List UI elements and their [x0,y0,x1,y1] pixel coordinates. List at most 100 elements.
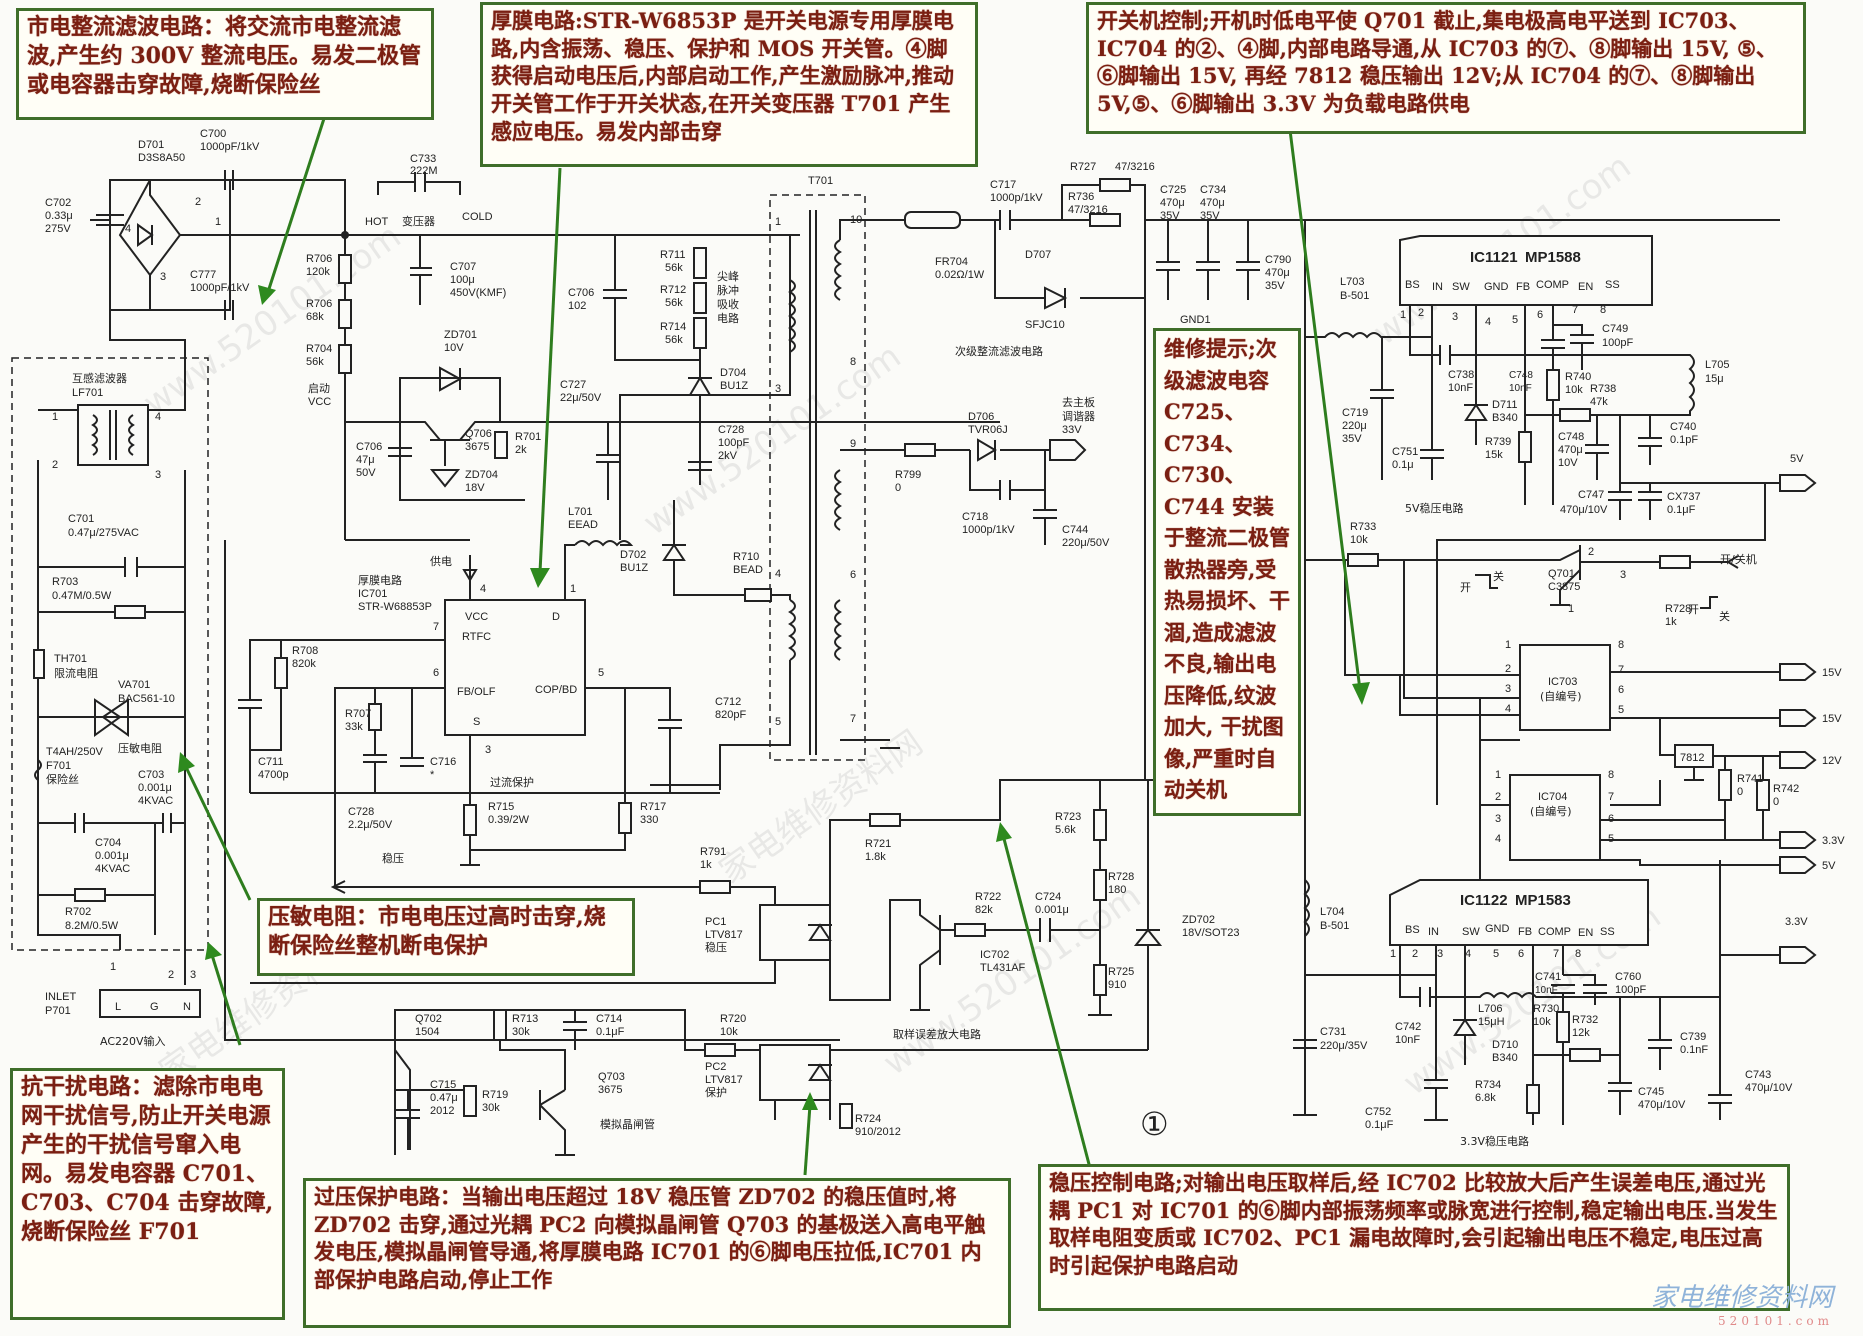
scr-label: 模拟晶闸管 [600,1117,655,1131]
wire [688,461,712,471]
t701-secondary-coil-1 [834,239,842,301]
t701-primary-coil [788,279,796,353]
schematic-label: 6 [1618,684,1624,696]
c702-label: C702 [45,197,71,209]
c706b-label: C706 [568,287,594,299]
c717-label: C717 [990,179,1016,191]
schematic-label: 5 [775,716,781,728]
tuner-voltage: 33V [1062,424,1082,436]
lf701-core [77,404,149,466]
schematic-label: COMP [1536,279,1569,291]
component-symbol [1659,555,1691,569]
f701-rating: T4AH/250V [46,746,104,758]
wire [1424,975,1448,1121]
schematic-label: GND [1485,923,1510,935]
ic701-value: STR-W68853P [358,601,432,613]
c714-value: 0.1μF [596,1026,625,1038]
component-symbol [904,443,936,457]
schematic-label: 8 [1618,639,1624,651]
ic702-label: IC702 [980,949,1009,961]
wire [330,880,346,894]
note-overvoltage: 过压保护电路：当输出电压超过 18V 稳压管 ZD702 的稳压值时,将 ZD7… [303,1178,1011,1328]
regulate-label: 稳压 [382,851,404,865]
d710-value: B340 [1492,1052,1518,1064]
component-symbol [338,299,352,329]
r708-value: 820k [292,658,316,670]
c790-rating: 35V [1265,280,1285,292]
component-symbol [1093,809,1107,841]
wire [829,779,1260,905]
schematic-label: 1 [215,216,221,228]
wire [829,1045,1148,1051]
r734-label: R734 [1475,1079,1501,1091]
component-symbol [463,804,477,836]
r791-value: 1k [700,859,712,871]
output-5v-b: 5V [1822,860,1836,872]
schematic-label: 4 [125,223,131,235]
c703-value: 0.001μ [138,782,172,794]
c703-rating: 4KVAC [138,795,173,807]
wire [1370,337,1394,480]
note-rectifier: 市电整流滤波电路：将交流市电整流滤波,产生约 300V 整流电压。易发二极管或电… [16,8,434,120]
c707-rating: 450V(KMF) [450,287,506,299]
schematic-label: 2 [1505,663,1511,675]
component-symbol [1093,869,1107,901]
schematic-label: 7 [433,621,439,633]
c727-value: 22μ/50V [560,392,602,404]
r717-label: R717 [640,801,666,813]
fr704-fuse [904,211,961,229]
c725-label: C725 [1160,184,1186,196]
l706-value: 15μH [1478,1016,1505,1028]
r732-value: 12k [1572,1027,1590,1039]
c728a-rating: 2kV [718,450,738,462]
wire [363,730,387,793]
schematic-label: 2 [1495,791,1501,803]
c744-value: 220μ/50V [1062,537,1110,549]
output-33v-b: 3.3V [1785,916,1808,928]
schematic-label: SS [1605,279,1620,291]
wire [224,539,840,1041]
component-symbol [1518,431,1532,463]
note-varistor: 压敏电阻：市电电压过高时击穿,烧断保险丝整机断电保护 [257,898,635,976]
wire [1638,415,1662,465]
r704-value: 56k [306,356,324,368]
schematic-label: 1 [1568,603,1574,615]
c748b-value: 470μ [1558,444,1583,456]
c733-label: C733 [410,153,436,165]
ic701-pin-vcc: VCC [465,611,488,623]
r715-value: 0.39/2W [488,814,530,826]
c706b-value: 102 [568,300,586,312]
schematic-label: 8 [1608,769,1614,781]
r722-label: R722 [975,891,1001,903]
wire [410,235,432,305]
wire [539,1089,575,1156]
site-logo: 家电维修资料网 520101.com [1651,1277,1833,1328]
schematic-label: 3 [485,744,491,756]
overcurrent-label: 过流保护 [490,775,534,789]
c704-rating: 4KVAC [95,863,130,875]
c719-value: 220μ [1342,420,1367,432]
schematic-label: 6 [1537,309,1543,321]
wire [499,1040,566,1090]
schematic-label: 2 [195,196,201,208]
c702-value: 0.33μ [45,210,73,222]
ic701-label: IC701 [358,588,387,600]
r727-label: R727 [1070,161,1096,173]
wire [774,1100,831,1120]
schematic-label: 5 [1512,314,1518,326]
pc1-body [759,904,831,961]
component-symbol [869,813,901,827]
schematic-label: 1 [1495,769,1501,781]
schematic-label: IN [1428,926,1439,938]
output-33v-connector [1779,946,1817,964]
c790-label: C790 [1265,254,1291,266]
c748b-label: C748 [1558,431,1584,443]
schematic-label: 3 [155,469,161,481]
wire [1061,184,1146,220]
wire [396,1090,420,1150]
r728b-value: 180 [1108,884,1126,896]
supply-label: 供电 [430,554,452,568]
gnd1-label: GND1 [1180,314,1211,326]
